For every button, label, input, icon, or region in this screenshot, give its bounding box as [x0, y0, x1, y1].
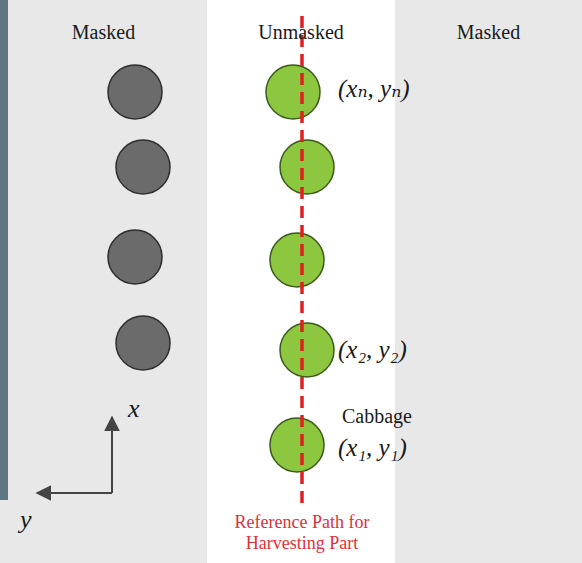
- masked-band-fill: [0, 0, 207, 563]
- object-label: Cabbage: [342, 405, 412, 428]
- band-label: Masked: [0, 21, 207, 44]
- cabbage: [270, 418, 324, 472]
- coordinate-label: (x₁, y₁): [338, 434, 407, 463]
- masked-cabbage: [108, 230, 162, 284]
- cabbage: [270, 233, 324, 287]
- masked-cabbage: [116, 316, 170, 370]
- band-label: Unmasked: [207, 21, 395, 44]
- photo-edge: [0, 0, 8, 500]
- masked-band: Masked: [0, 0, 207, 563]
- reference-path: [300, 16, 304, 505]
- coordinate-label: (x₂, y₂): [338, 336, 407, 365]
- y-axis-arrow: [37, 492, 112, 494]
- masked-cabbage: [116, 140, 170, 194]
- cabbage: [266, 65, 320, 119]
- masked-band: Masked: [395, 0, 582, 563]
- cabbage: [280, 323, 334, 377]
- cabbage: [280, 140, 334, 194]
- masked-cabbages: [108, 65, 170, 370]
- x-axis-arrow: [111, 417, 113, 493]
- masked-cabbage: [108, 65, 162, 119]
- axis-label: y: [20, 505, 32, 535]
- masked-band-fill: [395, 0, 582, 563]
- axis-label: x: [128, 394, 140, 424]
- target-cabbages: [266, 65, 334, 472]
- path-label: Reference Path for Harvesting Part: [202, 512, 402, 553]
- coordinate-label: (xₙ, yₙ): [338, 75, 410, 104]
- band-label: Masked: [395, 21, 582, 44]
